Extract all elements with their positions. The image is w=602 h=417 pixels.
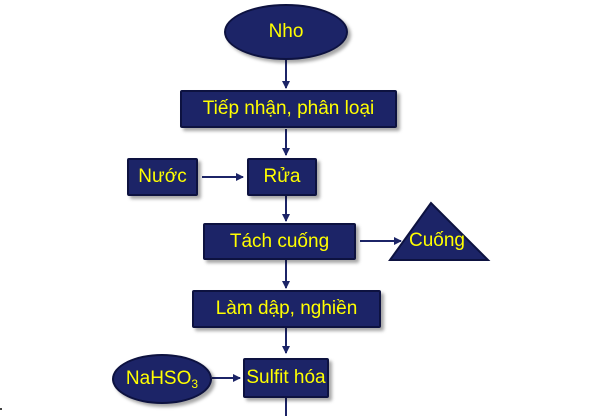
water-label: Nước (138, 166, 187, 187)
wash-step: Rửa (247, 158, 317, 196)
reception-step: Tiếp nhận, phân loại (180, 90, 397, 128)
start-node: Nho (224, 4, 348, 60)
start-label: Nho (268, 21, 304, 42)
nahso3-input: NaHSO3 (112, 354, 212, 404)
wash-label: Rửa (263, 166, 301, 187)
nahso3-label: NaHSO3 (126, 368, 198, 390)
sulfite-step: Sulfit hóa (243, 358, 329, 398)
destem-label: Tách cuống (229, 230, 330, 252)
corner-mark (0, 408, 2, 410)
destem-step: Tách cuống (203, 223, 356, 260)
crush-step: Làm dập, nghiền (192, 290, 381, 328)
stems-label: Cuống (409, 230, 465, 251)
reception-label: Tiếp nhận, phân loại (202, 98, 375, 119)
nahso3-prefix: NaHSO (125, 368, 192, 389)
water-input: Nước (127, 158, 198, 196)
crush-label: Làm dập, nghiền (215, 298, 358, 319)
nahso3-subscript: 3 (191, 377, 199, 391)
sulfite-label: Sulfit hóa (246, 367, 326, 388)
stems-triangle (388, 201, 491, 261)
